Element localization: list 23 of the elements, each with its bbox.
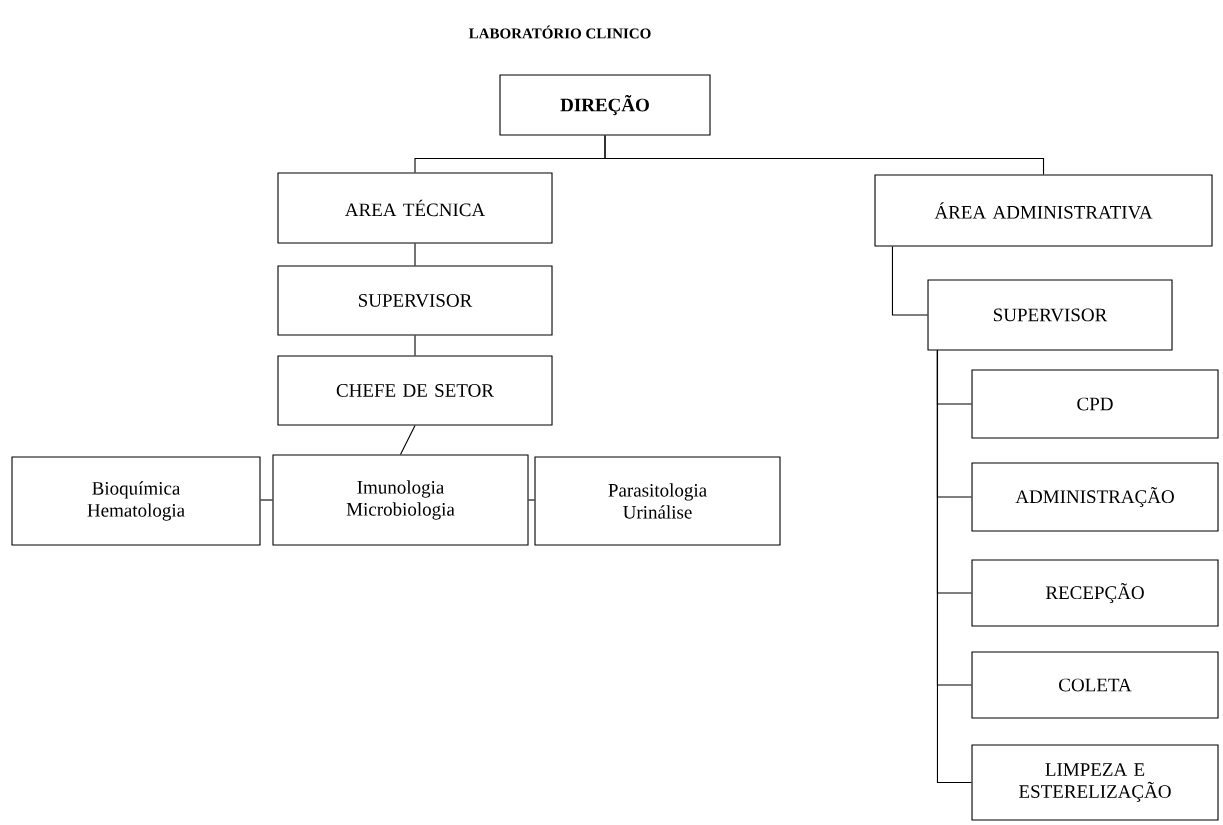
org-box: RECEPÇÃO	[971, 559, 1219, 627]
connector-line	[891, 246, 928, 316]
org-box: DIREÇÃO	[499, 74, 711, 136]
connector-line	[260, 499, 273, 501]
org-box: CPD	[971, 369, 1219, 439]
connector-line	[399, 425, 416, 455]
org-box: Parasitologia Urinálise	[534, 456, 781, 546]
org-box: SUPERVISOR	[927, 279, 1173, 351]
connector-line	[528, 499, 535, 501]
org-box: COLETA	[971, 651, 1219, 719]
org-box: LIMPEZA E ESTERELIZAÇÃO	[971, 744, 1219, 821]
connector-line	[414, 335, 416, 356]
connector-line	[414, 243, 416, 266]
org-box: ÁREA ADMINISTRATIVA	[874, 174, 1213, 247]
org-box: AREA TÉCNICA	[277, 172, 553, 244]
org-box: CHEFE DE SETOR	[277, 355, 553, 426]
org-box: Bioquímica Hematologia	[11, 456, 261, 546]
connector-line	[604, 135, 1045, 175]
org-box: SUPERVISOR	[277, 265, 553, 336]
org-box: Imunologia Microbiologia	[272, 454, 529, 546]
connector-line	[936, 350, 972, 784]
org-box: ADMINISTRAÇÃO	[971, 462, 1219, 532]
chart-title: LABORATÓRIO CLINICO	[468, 25, 651, 39]
